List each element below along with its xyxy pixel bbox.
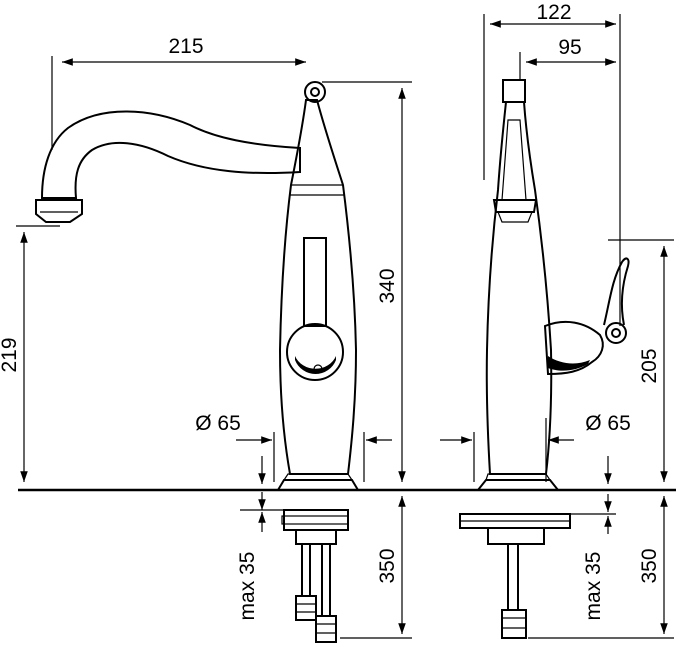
front-mount-plate [283, 509, 349, 531]
side-lever [543, 320, 604, 376]
dim-lever-height: 205 [638, 348, 661, 383]
front-spout [40, 110, 301, 199]
dim-side-underside-length: 350 [638, 548, 661, 583]
side-aerator [492, 199, 538, 213]
dim-side-depth: 122 [536, 1, 571, 24]
front-view [35, 81, 359, 643]
front-lever-disk [286, 323, 344, 381]
dim-side-top-depth: 95 [558, 36, 581, 59]
side-dimension-205: 205 [608, 239, 674, 482]
front-fitting-right [315, 615, 337, 643]
side-lever-pivot [605, 322, 627, 344]
dim-spout-height: 219 [0, 337, 21, 372]
dim-side-underside-max: max 35 [582, 552, 605, 621]
front-dimension-215: 215 [51, 35, 306, 150]
front-dimension-underside: max 35 350 [236, 492, 412, 639]
side-fitting [501, 609, 527, 639]
front-body-outline [278, 99, 358, 475]
dim-spout-reach: 215 [168, 35, 203, 58]
front-dimension-340: 340 [322, 81, 412, 482]
front-dimension-diameter: Ø 65 [195, 412, 392, 484]
dim-side-base-diameter: Ø 65 [585, 412, 631, 435]
side-top-cap [502, 79, 526, 103]
side-dimension-95: 95 [519, 36, 616, 80]
front-top-knob [304, 81, 326, 103]
dim-underside-max: max 35 [236, 552, 259, 621]
dim-base-diameter: Ø 65 [195, 412, 241, 435]
side-body-outline [485, 101, 553, 475]
side-dimension-underside: max 35 350 [528, 494, 674, 639]
front-fitting-left [295, 595, 317, 621]
dim-underside-length: 350 [376, 548, 399, 583]
front-dimension-219: 219 [0, 225, 60, 482]
dim-total-height: 340 [376, 268, 399, 303]
front-slot-window [303, 237, 327, 327]
side-dimension-122: 122 [483, 1, 621, 326]
side-dimension-diameter: Ø 65 [440, 412, 631, 484]
